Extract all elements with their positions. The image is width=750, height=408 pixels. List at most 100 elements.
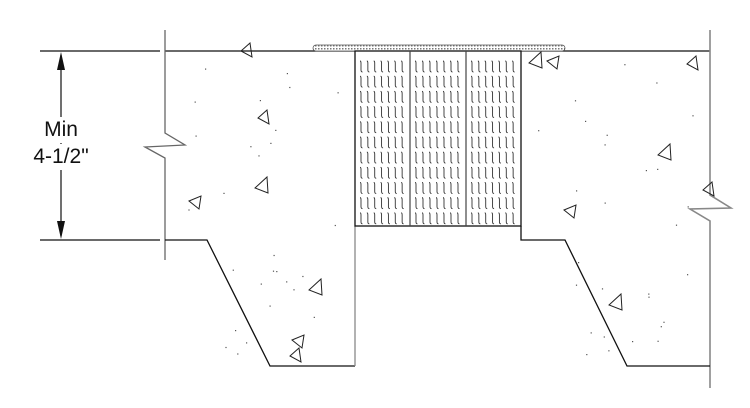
hatch-mark bbox=[477, 60, 481, 73]
hatch-mark bbox=[428, 197, 432, 210]
hatch-mark bbox=[421, 60, 425, 73]
hatch-mark bbox=[421, 136, 425, 149]
hatch-mark bbox=[401, 121, 404, 134]
speckle bbox=[604, 144, 606, 146]
speckle bbox=[660, 326, 662, 328]
speckle bbox=[604, 202, 606, 204]
left-footing-outline bbox=[165, 239, 355, 367]
hatch-mark bbox=[428, 136, 432, 149]
hatch-mark bbox=[414, 60, 418, 73]
hatch-mark bbox=[477, 106, 481, 118]
speckle bbox=[195, 135, 197, 137]
hatch-mark bbox=[498, 75, 501, 88]
hatch-mark bbox=[477, 136, 481, 149]
drain-channel bbox=[354, 50, 522, 227]
hatch-mark bbox=[456, 212, 460, 225]
hatch-mark bbox=[512, 60, 515, 73]
speckle bbox=[286, 73, 288, 75]
hatch-mark bbox=[484, 106, 488, 118]
hatch-mark bbox=[435, 197, 439, 210]
speckle bbox=[576, 190, 578, 192]
hatch-mark bbox=[373, 106, 377, 118]
hatch-mark bbox=[484, 136, 488, 149]
right-break-line bbox=[687, 30, 734, 388]
speckle bbox=[223, 192, 225, 194]
hatch-mark bbox=[470, 60, 474, 73]
hatch-mark bbox=[421, 182, 425, 194]
hatch-mark bbox=[401, 197, 404, 210]
aggregate-triangle-icon bbox=[291, 334, 305, 349]
hatch-mark bbox=[380, 75, 384, 88]
hatch-mark bbox=[401, 212, 404, 225]
speckle bbox=[538, 130, 540, 132]
hatch-mark bbox=[414, 197, 418, 210]
speckle bbox=[286, 281, 288, 283]
speckle bbox=[663, 321, 665, 323]
speckle bbox=[258, 155, 260, 157]
hatch-mark bbox=[470, 212, 474, 225]
hatch-mark bbox=[394, 75, 397, 88]
hatch-mark bbox=[421, 197, 425, 210]
hatch-mark bbox=[491, 212, 495, 225]
hatch-mark bbox=[373, 166, 377, 179]
hatch-mark bbox=[359, 182, 363, 194]
hatch-mark bbox=[505, 60, 508, 73]
speckle bbox=[648, 296, 650, 298]
hatch-mark bbox=[498, 90, 501, 103]
hatch-mark bbox=[401, 60, 404, 73]
hatch-mark bbox=[359, 136, 363, 149]
hatch-mark bbox=[449, 166, 453, 179]
hatch-mark bbox=[442, 151, 446, 164]
hatch-mark bbox=[414, 136, 418, 149]
aggregate-triangle-icon bbox=[257, 109, 270, 125]
hatch-mark bbox=[428, 182, 432, 194]
aggregate-triangle-icon bbox=[308, 277, 323, 296]
aggregate-triangle-icon bbox=[657, 142, 672, 161]
hatch-mark bbox=[456, 106, 460, 118]
speckle bbox=[603, 336, 605, 338]
hatch-mark bbox=[435, 75, 439, 88]
hatch-mark bbox=[512, 212, 515, 225]
speckle bbox=[657, 340, 659, 342]
hatch-mark bbox=[380, 121, 384, 134]
hatch-mark bbox=[366, 182, 370, 194]
hatch-mark bbox=[387, 182, 390, 194]
grate-strip bbox=[312, 44, 566, 52]
hatch-mark bbox=[435, 212, 439, 225]
hatch-mark bbox=[401, 75, 404, 88]
hatch-mark bbox=[470, 151, 474, 164]
slab-outline bbox=[142, 30, 734, 388]
hatch-mark bbox=[470, 197, 474, 210]
hatch-mark bbox=[491, 136, 495, 149]
hatch-mark bbox=[512, 182, 515, 194]
hatch-mark bbox=[373, 136, 377, 149]
speckle bbox=[645, 170, 647, 172]
hatch-mark bbox=[435, 166, 439, 179]
hatch-mark bbox=[414, 106, 418, 118]
hatch-mark bbox=[477, 197, 481, 210]
hatch-mark bbox=[491, 75, 495, 88]
hatch-mark bbox=[505, 166, 508, 179]
speckle bbox=[585, 120, 587, 122]
aggregate-triangle-icon bbox=[608, 292, 623, 311]
hatch-mark bbox=[366, 106, 370, 118]
hatch-mark bbox=[505, 75, 508, 88]
arrow-up-icon bbox=[57, 52, 65, 70]
hatch-mark bbox=[359, 60, 363, 73]
hatch-mark bbox=[491, 106, 495, 118]
hatch-mark bbox=[442, 136, 446, 149]
speckle bbox=[188, 209, 190, 211]
hatch-mark bbox=[491, 166, 495, 179]
speckle bbox=[334, 224, 336, 227]
hatch-mark bbox=[435, 106, 439, 118]
hatch-mark bbox=[484, 90, 488, 103]
left-break-line bbox=[142, 30, 188, 260]
speckle bbox=[272, 270, 275, 272]
hatch-mark bbox=[456, 90, 460, 103]
hatch-mark bbox=[380, 166, 384, 179]
hatch-mark bbox=[477, 121, 481, 134]
hatch-mark bbox=[394, 182, 397, 194]
speckle bbox=[246, 342, 248, 344]
hatch-mark bbox=[477, 166, 481, 179]
